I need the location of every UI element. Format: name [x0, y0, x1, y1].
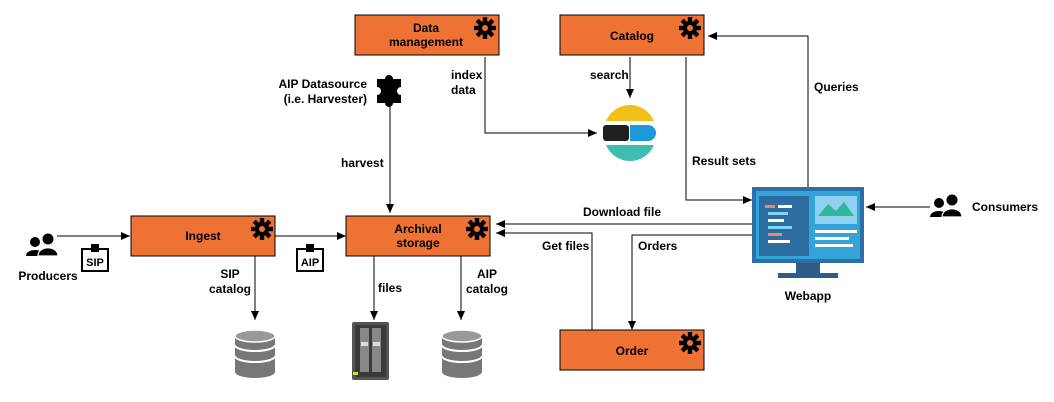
- node-ingest[interactable]: Ingest: [130, 215, 276, 257]
- edge-index-data: [484, 57, 597, 137]
- gear-icon: [474, 17, 496, 39]
- search-label: search: [590, 68, 629, 82]
- files-label: files: [378, 281, 402, 295]
- consumers-label: Consumers: [972, 200, 1038, 214]
- sip-catalog-label-1: SIP: [220, 267, 239, 281]
- node-order[interactable]: Order: [559, 329, 705, 371]
- get-files-label: Get files: [542, 239, 590, 253]
- aip-catalog-label-2: catalog: [466, 282, 508, 296]
- gear-icon: [466, 218, 488, 240]
- gear-icon: [251, 218, 273, 240]
- elasticsearch-icon: [603, 105, 656, 161]
- aip-package-icon: AIP: [296, 244, 324, 272]
- node-archival-storage[interactable]: Archival storage: [345, 215, 491, 257]
- ingest-label: Ingest: [185, 229, 220, 243]
- aip-badge-label: AIP: [301, 257, 319, 269]
- aip-datasource-label-2: (i.e. Harvester): [284, 92, 367, 106]
- download-file-label: Download file: [583, 205, 661, 219]
- aip-datasource-label-1: AIP Datasource: [279, 77, 368, 91]
- archival-storage-label-2: storage: [396, 236, 440, 250]
- index-data-label-1: index: [451, 68, 483, 82]
- aip-catalog-label-1: AIP: [477, 267, 497, 281]
- sip-badge-label: SIP: [86, 257, 104, 269]
- webapp-monitor-icon: [752, 187, 864, 278]
- orders-label: Orders: [638, 239, 678, 253]
- harvest-label: harvest: [341, 156, 384, 170]
- edges: [57, 32, 930, 330]
- producers-icon: [25, 232, 59, 257]
- producers-label: Producers: [18, 269, 78, 283]
- consumers-icon: [929, 193, 963, 218]
- sip-package-icon: SIP: [81, 244, 109, 272]
- edge-get-files: [496, 229, 593, 330]
- archival-storage-label-1: Archival: [394, 222, 441, 236]
- gear-icon: [679, 17, 701, 39]
- webapp-label: Webapp: [785, 289, 831, 303]
- result-sets-label: Result sets: [692, 154, 756, 168]
- edge-queries: [708, 32, 809, 187]
- sip-catalog-database-icon: [234, 329, 276, 379]
- data-management-label-2: management: [389, 35, 463, 49]
- data-management-label-1: Data: [413, 21, 439, 35]
- edge-result-sets: [685, 57, 752, 204]
- puzzle-icon: [377, 75, 401, 107]
- node-data-management[interactable]: Data management: [354, 14, 500, 56]
- nas-storage-icon: [352, 322, 389, 380]
- node-catalog[interactable]: Catalog: [559, 14, 705, 56]
- gear-icon: [679, 332, 701, 354]
- index-data-label-2: data: [451, 83, 476, 97]
- queries-label: Queries: [814, 80, 859, 94]
- aip-catalog-database-icon: [441, 329, 483, 379]
- edge-orders: [628, 234, 752, 330]
- order-label: Order: [616, 344, 649, 358]
- catalog-label: Catalog: [610, 29, 654, 43]
- sip-catalog-label-2: catalog: [209, 282, 251, 296]
